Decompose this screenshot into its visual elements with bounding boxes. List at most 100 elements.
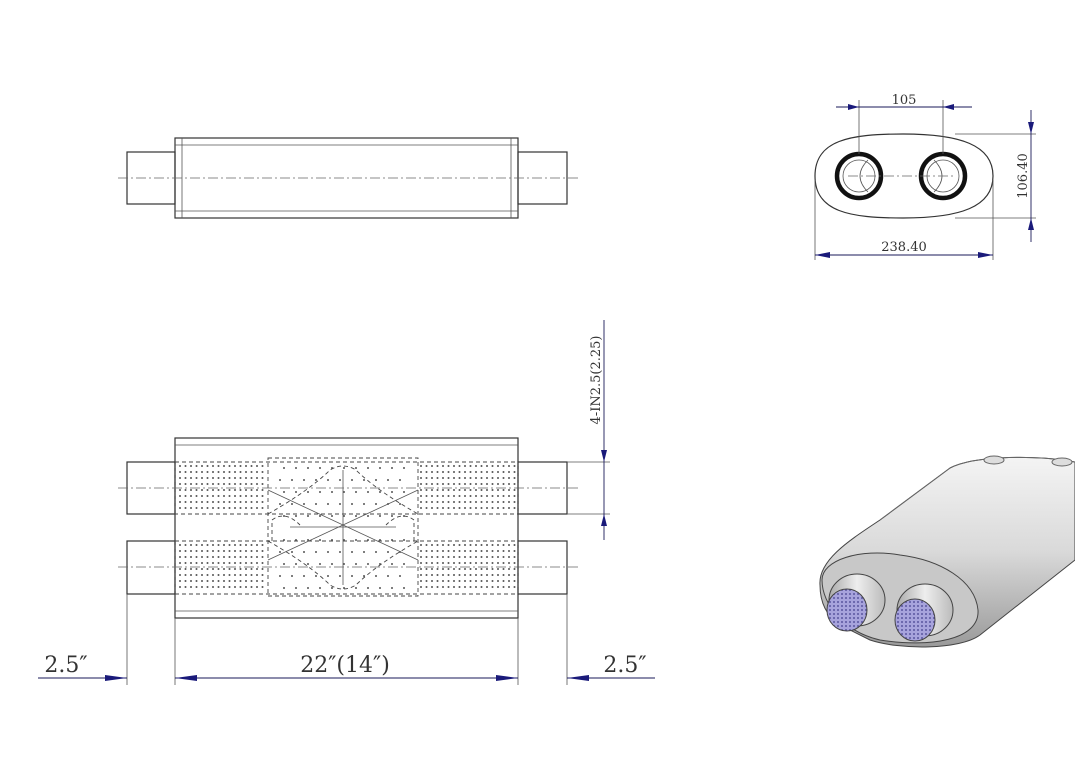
perforation-hole (190, 580, 192, 582)
perforation-hole (239, 495, 242, 497)
perforation-hole (420, 556, 422, 558)
perforation-hole (502, 471, 505, 473)
perforation-hole (184, 574, 187, 576)
perforation-hole (469, 507, 472, 509)
perforation-hole (239, 483, 242, 485)
perforation-hole (469, 477, 472, 479)
perforation-hole (201, 465, 203, 467)
perforation-hole (447, 586, 450, 588)
perforation-hole (234, 471, 236, 473)
perforation-hole (464, 544, 466, 546)
perforation-hole (201, 471, 203, 473)
perforation-hole (480, 580, 483, 582)
perforation-hole (256, 568, 258, 570)
perforation-hole (201, 586, 203, 588)
perforation-hole (387, 551, 389, 553)
perforation-hole (245, 550, 247, 552)
perforation-hole (217, 495, 220, 497)
perforation-hole (217, 483, 220, 485)
perforation-hole (453, 465, 455, 467)
perforation-hole (217, 544, 220, 546)
perforation-hole (508, 556, 510, 558)
perforation-hole (508, 580, 510, 582)
perforation-hole (184, 495, 187, 497)
perforation-hole (469, 568, 472, 570)
perforation-hole (245, 471, 247, 473)
perforation-hole (447, 507, 450, 509)
perforation-hole (497, 568, 499, 570)
perforation-hole (250, 465, 253, 467)
perforation-hole (184, 562, 187, 564)
perforation-hole (355, 539, 357, 541)
perforation-hole (469, 465, 472, 467)
perforation-hole (442, 471, 444, 473)
perforation-hole (480, 544, 483, 546)
perforation-hole (436, 489, 439, 491)
perforation-hole (367, 467, 369, 469)
perforation-hole (212, 465, 214, 467)
perforation-hole (420, 562, 422, 564)
perforation-hole (502, 562, 505, 564)
perforation-hole (420, 501, 422, 503)
perforation-hole (195, 507, 198, 509)
perforation-hole (212, 483, 214, 485)
perforation-hole (475, 465, 477, 467)
perforation-hole (447, 574, 450, 576)
perforation-hole (355, 587, 357, 589)
perforation-hole (502, 465, 505, 467)
perforation-hole (256, 580, 258, 582)
perforation-hole (458, 465, 461, 467)
perforation-hole (256, 544, 258, 546)
perforation-hole (245, 477, 247, 479)
perforation-hole (399, 503, 401, 505)
perforation-hole (497, 562, 499, 564)
perforation-hole (217, 465, 220, 467)
perforation-hole (458, 562, 461, 564)
perforation-hole (436, 507, 439, 509)
perforation-hole (343, 515, 345, 517)
perforation-hole (469, 471, 472, 473)
perforation-hole (261, 580, 264, 582)
perforation-hole (234, 477, 236, 479)
perforation-hole (206, 477, 209, 479)
perforation-hole (491, 556, 494, 558)
perforation-hole (307, 467, 309, 469)
perforation-hole (375, 551, 377, 553)
perforation-hole (403, 515, 405, 517)
perforation-hole (431, 574, 433, 576)
perforation-hole (212, 489, 214, 491)
perforation-hole (464, 556, 466, 558)
perforation-hole (491, 471, 494, 473)
perforation-hole (206, 550, 209, 552)
perforation-hole (195, 477, 198, 479)
perforation-hole (261, 471, 264, 473)
perforation-hole (303, 479, 305, 481)
perforation-hole (223, 574, 225, 576)
perforation-hole (453, 544, 455, 546)
end-view: 105 106.40 238.40 (814, 93, 1036, 260)
perforation-hole (283, 587, 285, 589)
perforation-hole (250, 495, 253, 497)
perforated-tube-lower (174, 540, 519, 595)
perforation-hole (201, 568, 203, 570)
dim-right-pipe: 2.5″ (603, 653, 646, 678)
perforation-hole (486, 495, 488, 497)
perforation-hole (190, 568, 192, 570)
perforation-hole (190, 556, 192, 558)
perforation-hole (475, 477, 477, 479)
perforation-hole (464, 501, 466, 503)
perforation-hole (425, 556, 428, 558)
perforation-hole (508, 501, 510, 503)
perforation-hole (179, 544, 181, 546)
perforation-hole (464, 586, 466, 588)
perforation-hole (201, 580, 203, 582)
perforation-hole (339, 479, 341, 481)
perforation-hole (480, 471, 483, 473)
perforation-hole (179, 489, 181, 491)
perforation-hole (228, 568, 231, 570)
perforation-hole (245, 489, 247, 491)
perforation-hole (464, 495, 466, 497)
perforation-hole (228, 574, 231, 576)
perforation-hole (480, 507, 483, 509)
perforation-hole (261, 495, 264, 497)
